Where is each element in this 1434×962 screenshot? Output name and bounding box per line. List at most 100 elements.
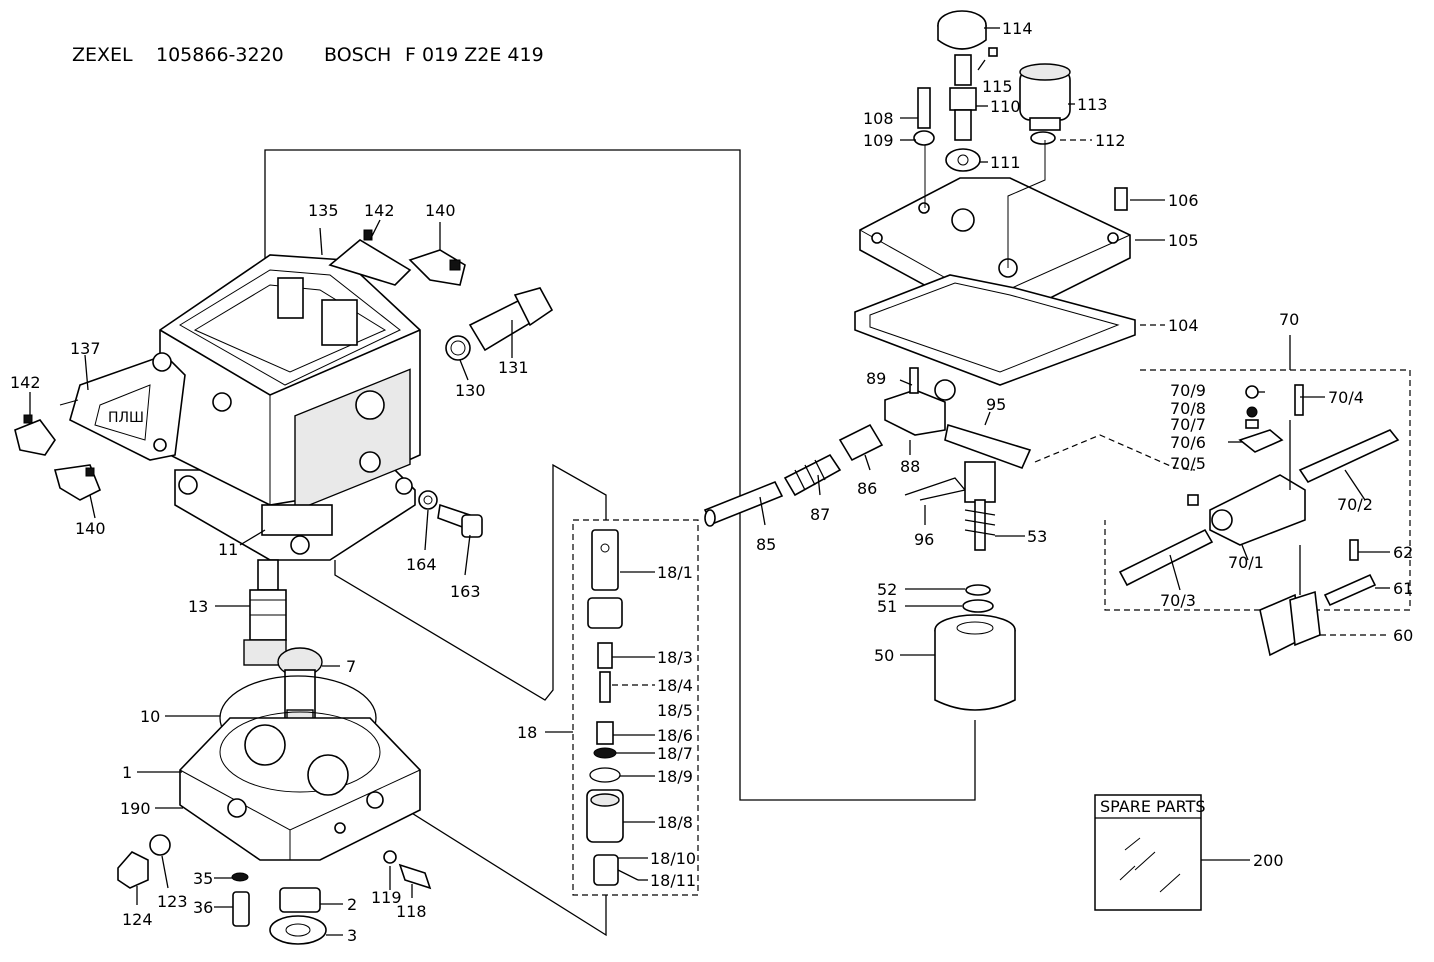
washer-119 <box>383 850 397 864</box>
screw-106 <box>1114 187 1128 211</box>
callout-18-4: 18/4 <box>657 676 693 695</box>
callout-70-2: 70/2 <box>1337 495 1373 514</box>
callout-18-9: 18/9 <box>657 767 693 786</box>
leader-lines <box>29 27 1390 936</box>
callout-36: 36 <box>193 898 213 917</box>
group-70-box <box>1104 369 1411 611</box>
shaft-70-3 <box>1118 528 1214 587</box>
callout-70-6: 70/6 <box>1170 433 1206 452</box>
callout-2: 2 <box>347 895 357 914</box>
callout-18-7: 18/7 <box>657 744 693 763</box>
valve-group-18 <box>586 529 639 886</box>
spring-70-8 <box>1246 406 1258 418</box>
callout-137: 137 <box>70 339 101 358</box>
callout-118: 118 <box>396 902 427 921</box>
shaft-13 <box>243 559 287 666</box>
callout-142-left: 142 <box>10 373 41 392</box>
screw-131 <box>445 287 554 361</box>
adjust-screw-110 <box>937 10 998 172</box>
washer-51 <box>962 599 994 613</box>
callout-18-11: 18/11 <box>650 871 696 890</box>
callout-50: 50 <box>874 646 894 665</box>
callout-52: 52 <box>877 580 897 599</box>
spring-assembly-53 <box>964 461 996 551</box>
screw-163 <box>418 490 483 538</box>
callout-1: 1 <box>122 763 132 782</box>
washer-52 <box>965 584 991 596</box>
header-brand: BOSCH <box>324 44 391 66</box>
pin-70-5 <box>1187 494 1199 506</box>
callout-18-10: 18/10 <box>650 849 696 868</box>
callout-3: 3 <box>347 926 357 945</box>
callout-105: 105 <box>1168 231 1199 250</box>
callout-70-1: 70/1 <box>1228 553 1264 572</box>
callout-109: 109 <box>863 131 894 150</box>
gasket-104 <box>854 274 1136 386</box>
callout-86: 86 <box>857 479 877 498</box>
callout-18-3: 18/3 <box>657 648 693 667</box>
callout-96: 96 <box>914 530 934 549</box>
callout-70-4: 70/4 <box>1328 388 1364 407</box>
callout-62: 62 <box>1393 543 1413 562</box>
callout-164: 164 <box>406 555 437 574</box>
group-18-box <box>572 519 699 896</box>
svg-text:ПЛШ: ПЛШ <box>108 410 144 426</box>
cap-113 <box>1019 63 1071 145</box>
callout-108: 108 <box>863 109 894 128</box>
pin-89 <box>909 367 919 394</box>
header-maker: ZEXEL <box>72 44 133 66</box>
callout-35: 35 <box>193 869 213 888</box>
lever-95 <box>944 423 1032 470</box>
screw-36 <box>232 891 250 927</box>
screw-70-9 <box>1245 385 1259 399</box>
callout-111: 111 <box>990 153 1021 172</box>
callout-70-8: 70/8 <box>1170 399 1206 418</box>
body-70-1 <box>1209 474 1306 546</box>
lever-142-left <box>14 419 56 456</box>
callout-190: 190 <box>120 799 151 818</box>
washer-123 <box>149 834 171 856</box>
weight-50 <box>934 614 1016 711</box>
callout-70-7: 70/7 <box>1170 415 1206 434</box>
callout-142-top: 142 <box>364 201 395 220</box>
screw-118 <box>398 863 432 890</box>
plate-70-6 <box>1238 429 1284 453</box>
spring-96 <box>904 477 967 501</box>
callout-106: 106 <box>1168 191 1199 210</box>
spare-parts-box: SPARE PARTS <box>1094 794 1206 911</box>
callout-85: 85 <box>756 535 776 554</box>
bearing-3 <box>269 915 327 945</box>
callout-18-5: 18/5 <box>657 701 693 720</box>
callout-labels: 114 115 110 113 108 109 112 111 106 105 … <box>10 19 1413 945</box>
callout-115: 115 <box>982 77 1013 96</box>
lever-142-top <box>328 239 412 286</box>
screw-108 <box>913 87 935 146</box>
callout-10: 10 <box>140 707 160 726</box>
callout-18: 18 <box>517 723 537 742</box>
callout-114: 114 <box>1002 19 1033 38</box>
lever-140-top <box>408 249 466 286</box>
callout-200: 200 <box>1253 851 1284 870</box>
base-housing-1 <box>179 711 421 861</box>
callout-18-1: 18/1 <box>657 563 693 582</box>
callout-112: 112 <box>1095 131 1126 150</box>
callout-113: 113 <box>1077 95 1108 114</box>
diagram-header: ZEXEL 105866-3220 BOSCH F 019 Z2E 419 <box>72 44 544 66</box>
callout-95: 95 <box>986 395 1006 414</box>
callout-131: 131 <box>498 358 529 377</box>
ring-70-7 <box>1245 419 1259 429</box>
callout-70-5: 70/5 <box>1170 454 1206 473</box>
bearing-2 <box>279 887 321 913</box>
lever-88 <box>884 389 946 436</box>
callout-163: 163 <box>450 582 481 601</box>
pin-62 <box>1349 539 1359 561</box>
pin-61 <box>1323 573 1377 607</box>
callout-7: 7 <box>346 657 356 676</box>
cover-plate-137: ПЛШ <box>59 352 232 461</box>
callout-53: 53 <box>1027 527 1047 546</box>
housing-11 <box>159 254 421 561</box>
header-ref-number: F 019 Z2E 419 <box>405 44 544 66</box>
callout-70: 70 <box>1279 310 1299 329</box>
